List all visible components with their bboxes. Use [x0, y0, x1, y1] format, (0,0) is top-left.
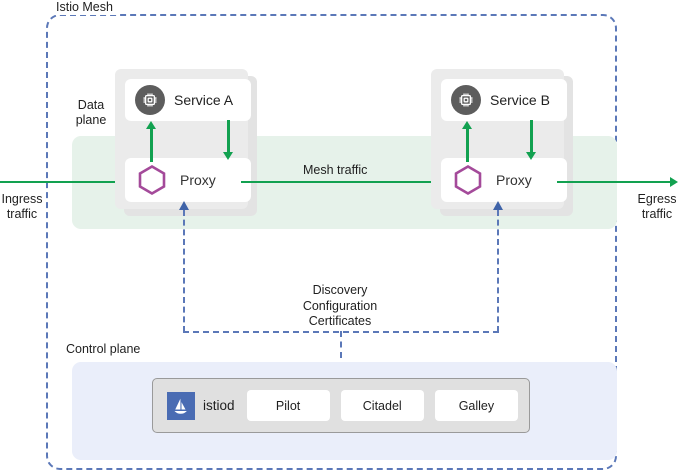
- cpu-chip-icon: [451, 85, 481, 115]
- proxy-a-card[interactable]: Proxy: [125, 158, 251, 202]
- proxy-b-to-service-b-line: [466, 128, 469, 162]
- istiod-label: istiod: [203, 398, 235, 413]
- discovery-config-certificates-label: Discovery Configuration Certificates: [255, 283, 425, 330]
- mesh-traffic-line: [241, 181, 438, 183]
- egress-traffic-label-line1: Egress: [637, 192, 677, 206]
- service-a-to-proxy-a-line: [227, 120, 230, 154]
- service-b-label: Service B: [490, 92, 550, 108]
- control-to-proxy-b-line: [497, 210, 499, 332]
- hexagon-icon: [451, 163, 485, 197]
- sailboat-icon: [167, 391, 195, 420]
- service-b-card[interactable]: Service B: [441, 79, 567, 121]
- cpu-chip-icon: [135, 85, 165, 115]
- istio-mesh-boundary: [46, 14, 617, 470]
- istiod-container[interactable]: istiod Pilot Citadel Galley: [152, 378, 530, 433]
- istiod-component-citadel[interactable]: Citadel: [340, 390, 424, 421]
- service-a-label: Service A: [174, 92, 234, 108]
- ingress-traffic-label-line2: traffic: [6, 207, 38, 221]
- control-to-proxy-a-line: [183, 210, 185, 332]
- egress-traffic-arrowhead: [670, 177, 678, 187]
- data-plane-label: Data plane: [68, 98, 114, 128]
- egress-traffic-label-line2: traffic: [641, 207, 673, 221]
- istiod-component-galley[interactable]: Galley: [434, 390, 518, 421]
- proxy-b-label: Proxy: [496, 172, 532, 188]
- ingress-traffic-label: Ingress traffic: [0, 192, 45, 222]
- istiod-component-pilot[interactable]: Pilot: [246, 390, 330, 421]
- service-b-to-proxy-b-arrowhead: [526, 152, 536, 160]
- ingress-traffic-label-line1: Ingress: [1, 192, 43, 206]
- service-b-to-proxy-b-line: [530, 120, 533, 154]
- data-plane-label-line1: Data: [77, 98, 105, 112]
- data-plane-label-line2: plane: [75, 113, 107, 127]
- ingress-traffic-line: [0, 181, 128, 183]
- proxy-a-to-service-a-arrowhead: [146, 121, 156, 129]
- hexagon-icon: [135, 163, 169, 197]
- proxy-a-to-service-a-line: [150, 128, 153, 162]
- proxy-a-label: Proxy: [180, 172, 216, 188]
- egress-traffic-line: [557, 181, 672, 183]
- mesh-traffic-label: Mesh traffic: [303, 163, 368, 177]
- service-a-card[interactable]: Service A: [125, 79, 251, 121]
- istiod-connector-line: [340, 331, 342, 379]
- discovery-label: Discovery: [312, 283, 368, 297]
- configuration-label: Configuration: [302, 298, 378, 313]
- istio-mesh-label: Istio Mesh: [52, 0, 117, 15]
- certificates-label: Certificates: [308, 314, 372, 328]
- control-to-proxy-b-arrowhead: [493, 201, 503, 210]
- proxy-b-card[interactable]: Proxy: [441, 158, 567, 202]
- proxy-b-to-service-b-arrowhead: [462, 121, 472, 129]
- control-to-proxy-a-arrowhead: [179, 201, 189, 210]
- egress-traffic-label: Egress traffic: [634, 192, 680, 222]
- control-plane-label: Control plane: [66, 342, 141, 356]
- service-a-to-proxy-a-arrowhead: [223, 152, 233, 160]
